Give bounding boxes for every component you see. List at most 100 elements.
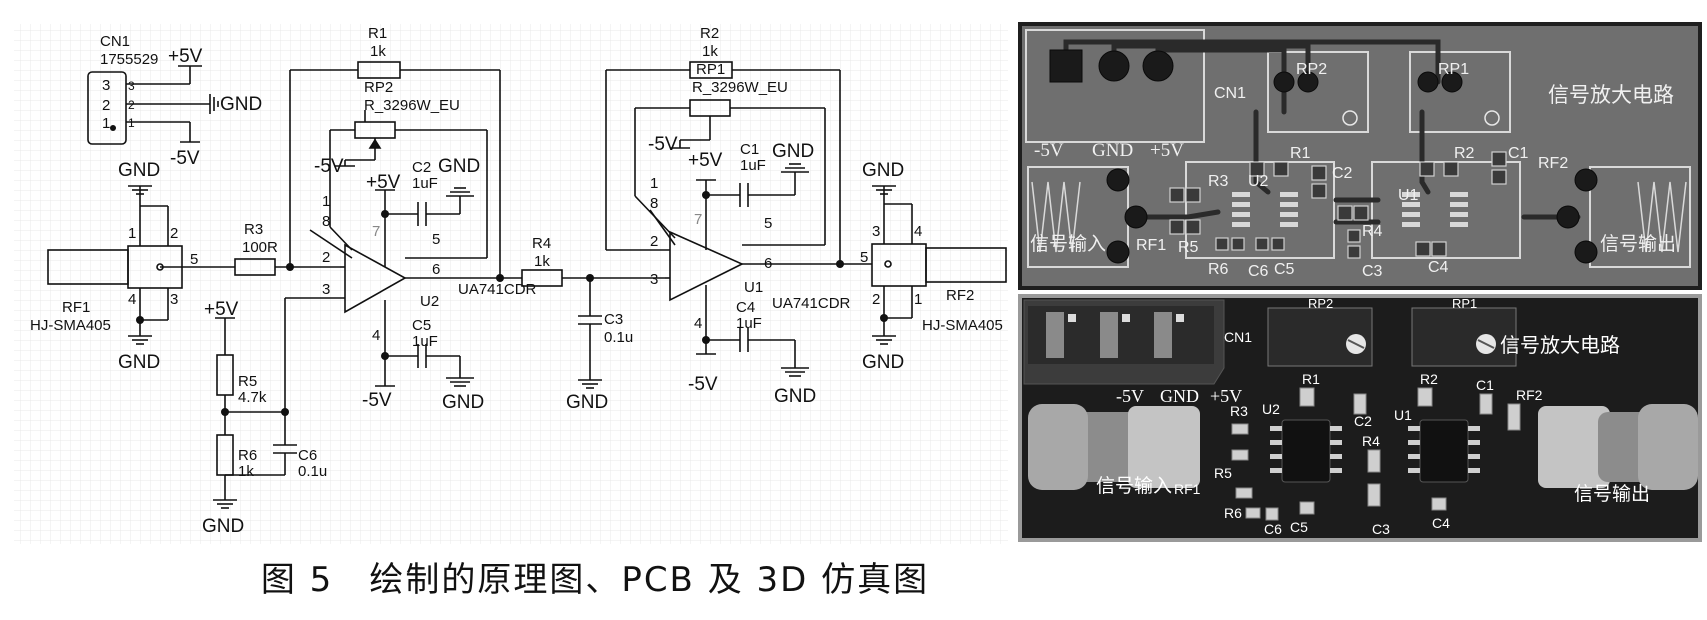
rf2-pin-3: 3 (872, 223, 880, 240)
c1-value: 1uF (740, 157, 766, 174)
sim-label-output: 信号输出 (1574, 483, 1650, 505)
sim-label-r4: R4 (1362, 433, 1380, 449)
u2-pin-8: 8 (322, 213, 330, 230)
cn1-ref: CN1 (100, 33, 130, 50)
rp2-value: R_3296W_EU (364, 97, 460, 114)
c1-gnd: GND (772, 141, 814, 162)
c2-ref: C2 (412, 159, 431, 176)
cn1-pin-3b: 3 (128, 79, 135, 93)
sim-label-vminus: -5V (1116, 386, 1144, 406)
rf2-pin-1: 1 (914, 291, 922, 308)
rf2-gnd-top: GND (862, 160, 904, 181)
rp1-vminus: -5V (648, 134, 678, 155)
u1-value: UA741CDR (772, 295, 851, 312)
c2-value: 1uF (412, 175, 438, 192)
pcb-label-c5: C5 (1274, 261, 1295, 278)
rf2-ref: RF2 (946, 287, 974, 304)
u2-ref: U2 (420, 293, 439, 310)
pcb-label-u1: U1 (1398, 187, 1419, 204)
sim-label-r2: R2 (1420, 371, 1438, 387)
rp2-vminus: -5V (314, 156, 344, 177)
u2-vplus: +5V (366, 172, 401, 193)
c5-gnd: GND (442, 392, 484, 413)
c6-value: 0.1u (298, 463, 327, 480)
rf1-pin-4: 4 (128, 291, 136, 308)
u2-pin-1: 1 (322, 193, 330, 210)
cn1-gnd: GND (220, 94, 262, 115)
sim-label-title: 信号放大电路 (1500, 333, 1620, 357)
pcb-label-cn1: CN1 (1214, 85, 1246, 102)
pcb-label-output: 信号输出 (1600, 233, 1676, 255)
schematic: CN1 1755529 3 2 1 3 2 1 +5V GND -5V GND … (14, 24, 1008, 544)
sim-label-c3: C3 (1372, 521, 1390, 537)
u1-pin-7: 7 (694, 211, 702, 228)
cn1-vminus: -5V (170, 148, 200, 169)
r5-vplus: +5V (204, 299, 239, 320)
cn1-vplus: +5V (168, 46, 203, 67)
sim-label-rf2: RF2 (1516, 387, 1543, 403)
pcb-label-c6: C6 (1248, 263, 1269, 280)
u1-pin-3: 3 (650, 271, 658, 288)
r6-value: 1k (238, 463, 254, 480)
sim-label-r1: R1 (1302, 371, 1320, 387)
c2-gnd: GND (438, 156, 480, 177)
pcb-label-input: 信号输入 (1030, 233, 1106, 255)
r2-value: 1k (702, 43, 718, 60)
pcb-label-rf2: RF2 (1538, 155, 1568, 172)
pcb-label-c1: C1 (1508, 145, 1529, 162)
pcb-label-r6: R6 (1208, 261, 1229, 278)
u1-pin-5: 5 (764, 215, 772, 232)
c6-ref: C6 (298, 447, 317, 464)
rp1-ref: RP1 (696, 61, 725, 78)
r5-ref: R5 (238, 373, 257, 390)
pcb-label-title: 信号放大电路 (1548, 83, 1674, 107)
r1-ref: R1 (368, 25, 387, 42)
pcb-label-gnd: GND (1092, 140, 1133, 161)
sim-label-rf1: RF1 (1174, 481, 1201, 497)
r6-ref: R6 (238, 447, 257, 464)
sim-label-c4: C4 (1432, 515, 1450, 531)
rf2-pin-5: 5 (860, 249, 868, 266)
rf1-gnd-bottom: GND (118, 352, 160, 373)
c4-ref: C4 (736, 299, 755, 316)
c4-gnd: GND (774, 386, 816, 407)
cn1-value: 1755529 (100, 51, 158, 68)
pcb-label-rp2: RP2 (1296, 61, 1327, 78)
u2-pin-4: 4 (372, 327, 380, 344)
sim-label-vplus: +5V (1210, 386, 1242, 406)
rf1-pin-3: 3 (170, 291, 178, 308)
sim-label-r6: R6 (1224, 505, 1242, 521)
sim-label-rp1: RP1 (1452, 296, 1477, 311)
cn1-pin-2: 2 (102, 97, 110, 114)
sim-label-gnd: GND (1160, 386, 1199, 406)
pcb-layout: CN1 RP2 RP1 信号放大电路 -5V GND +5V R1 R2 C1 … (1018, 22, 1702, 290)
rf1-pin-5: 5 (190, 251, 198, 268)
c1-ref: C1 (740, 141, 759, 158)
r3-value: 100R (242, 239, 278, 256)
pcb-label-c3: C3 (1362, 263, 1383, 280)
u2-pin-5: 5 (432, 231, 440, 248)
u1-pin-2: 2 (650, 233, 658, 250)
pcb-label-r2: R2 (1454, 145, 1475, 162)
rf1-gnd-top: GND (118, 160, 160, 181)
sim-label-c6: C6 (1264, 521, 1282, 537)
r4-ref: R4 (532, 235, 551, 252)
pcb-label-rf1: RF1 (1136, 237, 1166, 254)
r1-value: 1k (370, 43, 386, 60)
u2-pin-6: 6 (432, 261, 440, 278)
sim-label-input: 信号输入 (1096, 475, 1172, 497)
sim-label-cn1: CN1 (1224, 329, 1252, 345)
rf1-value: HJ-SMA405 (30, 317, 111, 334)
pcb-label-u2: U2 (1248, 173, 1269, 190)
figure-caption: 图 5 绘制的原理图、PCB 及 3D 仿真图 (260, 560, 930, 600)
rf2-pin-4: 4 (914, 223, 922, 240)
rf2-value: HJ-SMA405 (922, 317, 1003, 334)
u1-pin-1: 1 (650, 175, 658, 192)
u1-vminus: -5V (688, 374, 718, 395)
c5-value: 1uF (412, 333, 438, 350)
c4-value: 1uF (736, 315, 762, 332)
c3-gnd: GND (566, 392, 608, 413)
cn1-pin-1: 1 (102, 115, 110, 132)
r4-value: 1k (534, 253, 550, 270)
u2-pin-3: 3 (322, 281, 330, 298)
